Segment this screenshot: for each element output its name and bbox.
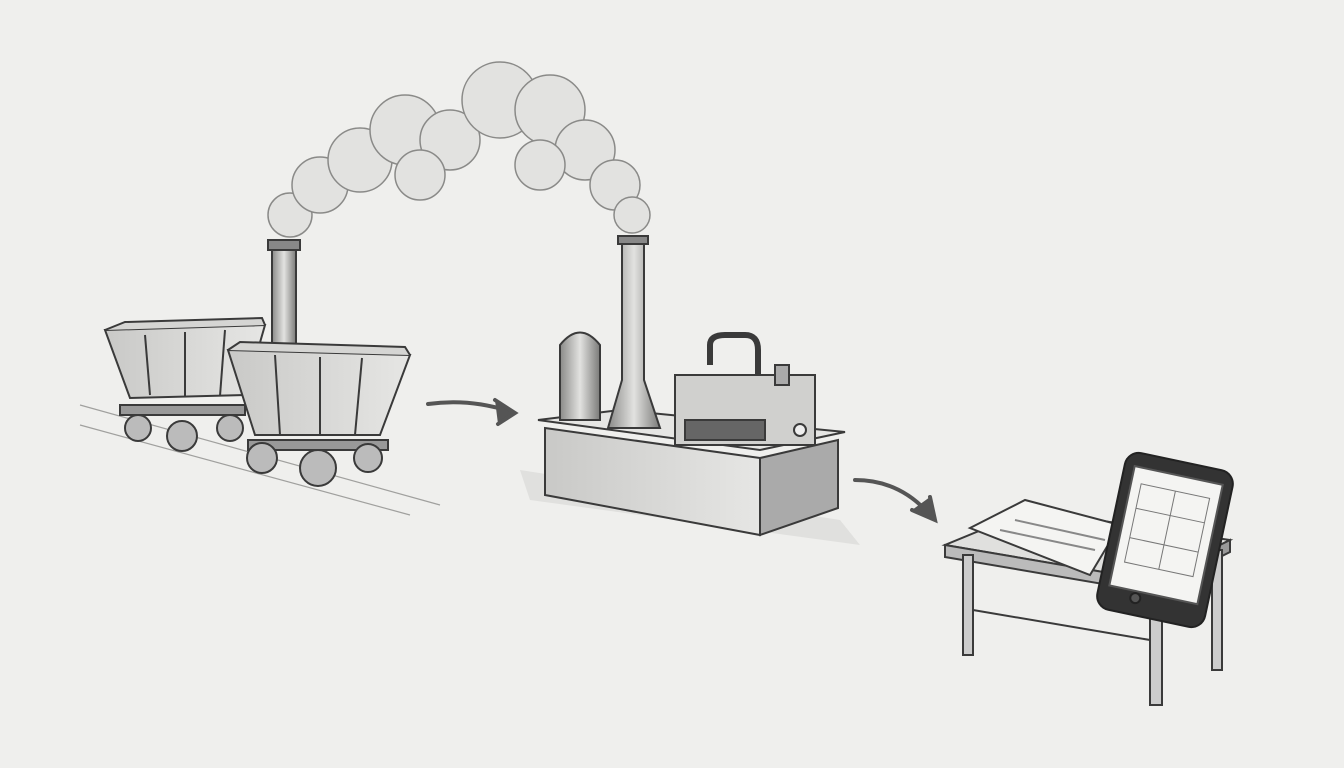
mine-cart-front <box>226 340 412 487</box>
processing-plant <box>520 235 860 545</box>
boiler-tank <box>559 331 601 421</box>
machinery <box>674 332 816 446</box>
chimney-left <box>267 239 301 361</box>
phone-screen-diagram <box>1123 483 1211 578</box>
mine-cart-back <box>103 316 267 452</box>
smoke-cloud <box>267 61 651 238</box>
smartphone <box>1096 451 1234 629</box>
chimney-right <box>606 235 662 429</box>
arrow-to-phone <box>853 478 938 524</box>
arrow-to-plant <box>426 398 519 426</box>
blueprint-paper <box>967 498 1122 577</box>
